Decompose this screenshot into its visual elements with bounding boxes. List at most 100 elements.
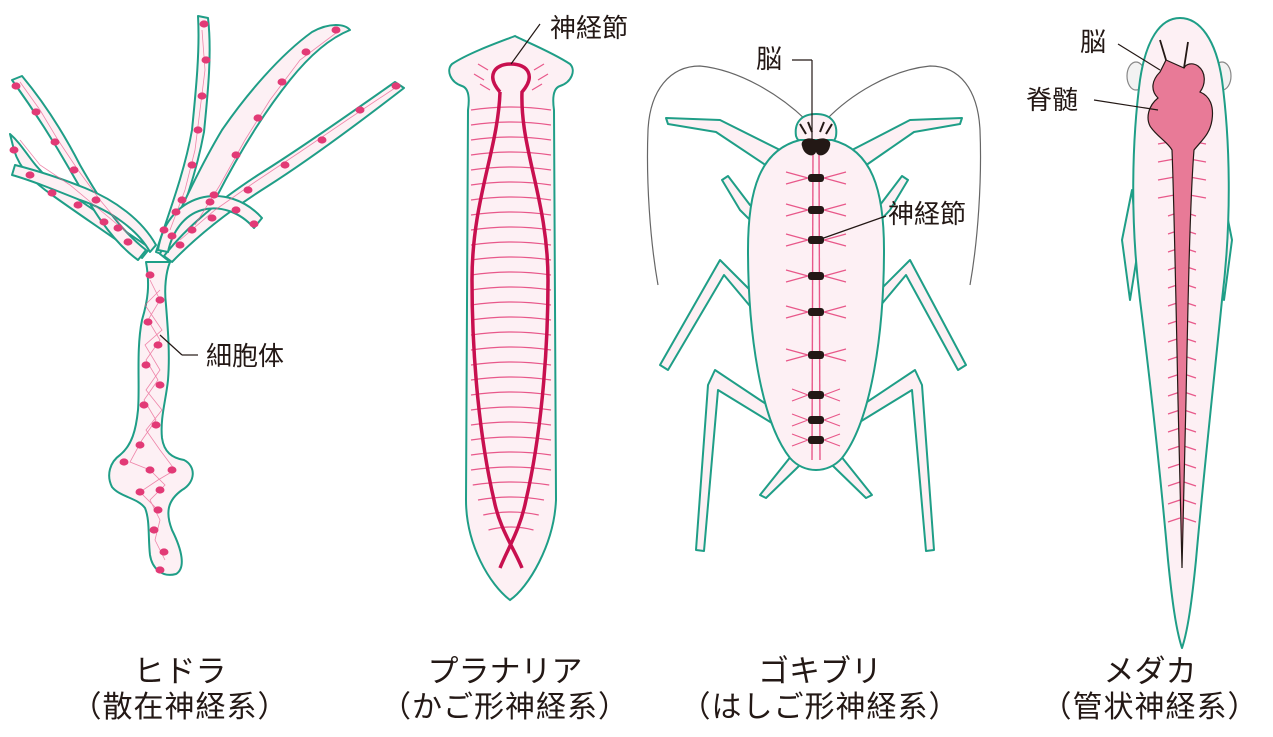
cell-body [119, 458, 129, 466]
cell-body [209, 191, 219, 199]
cell-body [149, 526, 159, 534]
cell-body [199, 20, 209, 28]
ganglion [808, 206, 824, 214]
transverse-nerve [470, 271, 552, 276]
transverse-nerve [470, 151, 552, 156]
cell-body [155, 381, 165, 389]
antenna [646, 65, 982, 286]
cell-body [153, 506, 163, 514]
planaria-body [448, 34, 574, 602]
side-nerve [785, 305, 847, 319]
cell-body [193, 126, 203, 134]
hydra-stalk [108, 261, 194, 576]
cell-body [159, 548, 169, 556]
leg [665, 117, 781, 169]
leader-line [817, 215, 887, 241]
caption-cockroach: ゴキブリ （はしご形神経系） [680, 654, 960, 726]
side-nerve [785, 233, 847, 247]
ganglion [808, 436, 824, 444]
transverse-nerve [470, 241, 552, 246]
medaka-spinal-cord-label: 脊髄 [1026, 86, 1079, 116]
cell-body [25, 171, 35, 179]
cell-body [177, 196, 187, 204]
cell-body [143, 318, 153, 326]
cell-body [151, 421, 161, 429]
caption-planaria: プラナリア （かご形神経系） [380, 654, 630, 726]
spinal-nerve [1167, 517, 1197, 523]
cell-body [31, 108, 41, 116]
cell-body [155, 296, 165, 304]
head-nerve [479, 83, 491, 91]
organism-name: プラナリア [427, 654, 583, 690]
nerve-cord [811, 149, 821, 461]
hydra-icon [9, 15, 405, 576]
transverse-nerve [470, 286, 552, 291]
cell-body [145, 271, 155, 279]
cell-body [11, 82, 21, 90]
transverse-nerve [470, 121, 552, 126]
ganglion [808, 351, 824, 359]
transverse-nerve [470, 316, 552, 321]
leader-line [159, 334, 198, 356]
cell-body [123, 238, 133, 246]
cell-body [69, 166, 79, 174]
head-nerve [477, 63, 489, 71]
cell-body [153, 341, 163, 349]
nervous-system-type: （管状神経系） [1041, 690, 1259, 725]
side-nerve [785, 171, 847, 185]
nervous-system-type: （かご形神経系） [381, 690, 629, 725]
ganglion [808, 272, 824, 280]
spinal-nerve [1167, 427, 1197, 433]
cell-body [205, 198, 215, 206]
transverse-nerve [470, 346, 552, 351]
spinal-nerve [1167, 481, 1197, 487]
transverse-nerve [470, 166, 552, 171]
transverse-nerve [470, 181, 552, 186]
cockroach-brain-label: 脳 [756, 45, 783, 75]
cell-body [113, 224, 123, 232]
nervous-system-type: （はしご形神経系） [680, 690, 960, 725]
cell-body [9, 146, 19, 154]
cell-body [159, 226, 169, 234]
leader-line [1117, 43, 1161, 71]
leader-line [1093, 99, 1159, 111]
cell-body [231, 206, 241, 214]
transverse-nerve [470, 136, 552, 141]
spinal-nerve [1167, 499, 1197, 505]
cell-body [187, 161, 197, 169]
cockroach-icon [646, 59, 982, 552]
spinal-nerve [1167, 445, 1197, 451]
leader-line [510, 23, 541, 65]
cell-body [135, 441, 145, 449]
cell-body [187, 226, 197, 234]
caption-hydra: ヒドラ （散在神経系） [60, 654, 300, 726]
planaria-icon [448, 23, 574, 602]
cell-body [155, 566, 165, 574]
leg [659, 259, 761, 371]
cell-body [317, 136, 327, 144]
cell-body [91, 196, 101, 204]
cell-body [135, 488, 145, 496]
cell-body [167, 232, 177, 240]
leg [695, 369, 781, 552]
organism-name: メダカ [1103, 654, 1197, 690]
cell-body [201, 56, 211, 64]
head-nerve [531, 83, 543, 91]
side-nerve [785, 203, 847, 217]
cell-body [141, 361, 151, 369]
cell-body [231, 151, 241, 159]
side-nerve [791, 433, 841, 447]
cell-body [99, 218, 109, 226]
ganglion [808, 391, 824, 399]
transverse-nerve [470, 256, 552, 261]
transverse-nerve [470, 331, 552, 336]
side-nerve [791, 413, 841, 427]
cell-body [243, 186, 253, 194]
transverse-nerve [477, 496, 545, 501]
transverse-nerve [470, 466, 552, 471]
hydra-tentacle [11, 164, 157, 253]
side-nerve [791, 388, 841, 402]
olfactory-nerve [1159, 39, 1189, 69]
cell-body [197, 92, 207, 100]
